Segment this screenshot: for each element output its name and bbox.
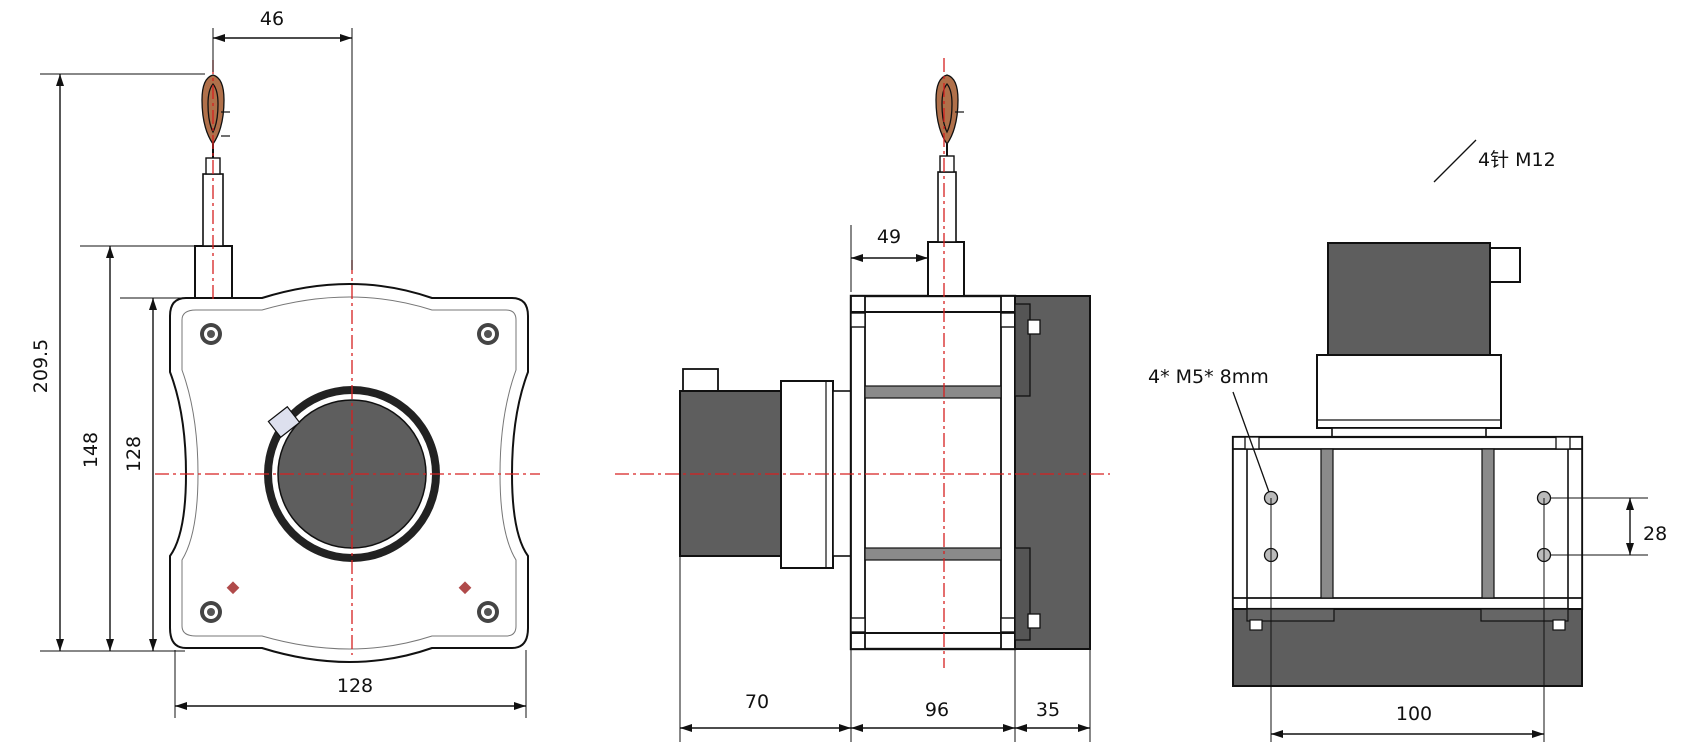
rear-frame [1231, 435, 1584, 611]
mounting-hole-leader [1232, 391, 1270, 493]
dim-side-cable-offset: 49 [877, 226, 901, 248]
callout-connector: 4针 M12 [1478, 149, 1556, 171]
marker-left [226, 581, 240, 595]
dim-front-width: 128 [337, 675, 373, 697]
m12-connector-body [1327, 242, 1491, 356]
front-inner-contour [181, 296, 517, 650]
callout-mounting-holes: 4* M5* 8mm [1148, 366, 1269, 388]
dim-front-flange-height: 128 [123, 436, 145, 472]
dim-side-body-length: 96 [925, 699, 949, 721]
rear-encoder-adapter [1316, 354, 1502, 429]
dim-front-top-offset: 46 [260, 8, 284, 30]
front-dimensions: 46 209.5 148 128 128 [30, 8, 527, 718]
front-view [155, 60, 540, 663]
m12-connector-plug [1489, 247, 1521, 283]
connector-leader [1433, 139, 1477, 183]
dim-rear-hole-spacing-h: 100 [1396, 703, 1432, 725]
drum-clip [267, 405, 301, 439]
side-wire-hook [935, 74, 959, 146]
dim-front-body-height: 148 [80, 432, 102, 468]
dim-front-total-height: 209.5 [30, 339, 52, 393]
side-dimensions: 49 70 96 35 [679, 225, 1091, 742]
dim-side-cover-length: 35 [1036, 699, 1060, 721]
marker-right [458, 581, 472, 595]
rear-base [1232, 608, 1583, 687]
side-view [615, 58, 1110, 668]
dim-side-encoder-length: 70 [745, 691, 769, 713]
side-wire-outlet [927, 241, 965, 297]
mount-hole-bl [200, 601, 222, 623]
dim-rear-hole-spacing-v: 28 [1643, 523, 1667, 545]
encoder-connector [682, 368, 719, 392]
side-frame [849, 294, 1017, 651]
rear-view [1231, 242, 1584, 742]
rear-dimensions: 28 100 4针 M12 4* M5* 8mm [1148, 139, 1667, 738]
mount-hole-tl [200, 323, 222, 345]
mount-hole-br [477, 601, 499, 623]
mount-hole-tr [477, 323, 499, 345]
